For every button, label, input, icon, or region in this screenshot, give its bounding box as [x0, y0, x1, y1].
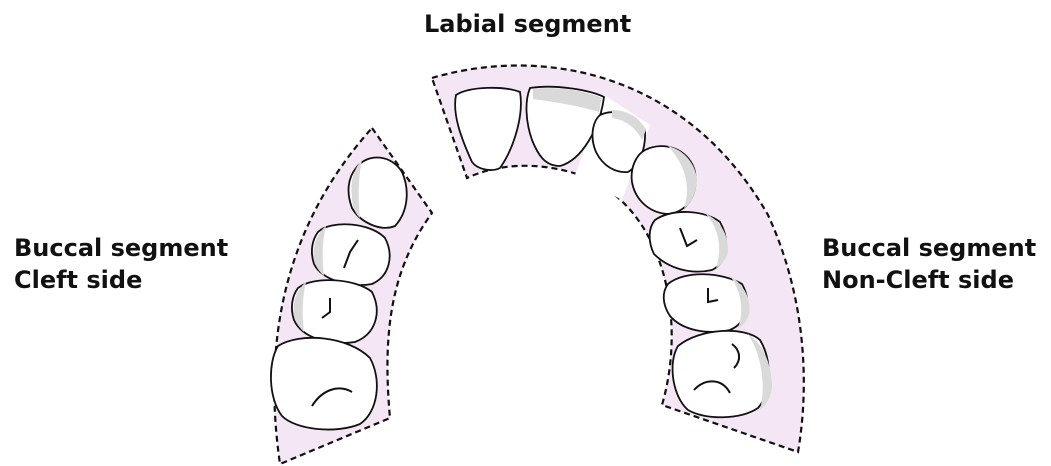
tooth-premolar2-cleft — [292, 280, 377, 343]
tooth-molar-cleft — [271, 338, 377, 430]
